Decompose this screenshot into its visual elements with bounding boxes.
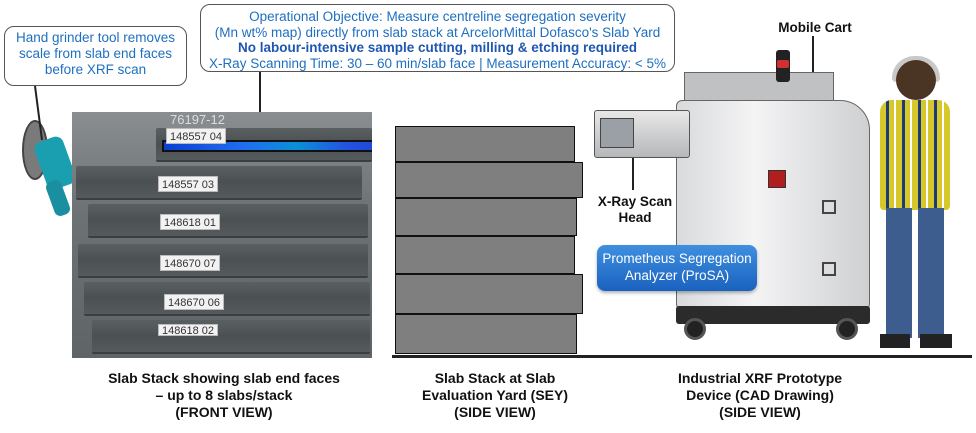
ground-line [392, 355, 972, 358]
xray-scan-head [600, 118, 634, 148]
slab-label-2: 148557 03 [158, 176, 218, 192]
objective-line-3: No labour-intensive sample cutting, mill… [237, 40, 638, 55]
slab-label-5: 148670 06 [164, 294, 224, 310]
device-panel-latch [822, 262, 836, 276]
side-caption-line-3: (SIDE VIEW) [454, 404, 536, 420]
wheel-icon [836, 318, 858, 340]
side-caption-line-1: Slab Stack at Slab [434, 370, 556, 386]
front-slab-5 [84, 282, 370, 316]
side-slab-1 [395, 126, 575, 162]
slab-label-3: 148618 01 [160, 214, 220, 230]
slab-label-6: 148618 02 [158, 324, 218, 337]
xray-head-label-line-2: Head [618, 210, 652, 225]
xray-head-label: X-Ray Scan Head [590, 194, 680, 226]
photo-top-mark: 76197-12 [170, 112, 225, 127]
worker-legs [886, 208, 944, 338]
slab-stack-photo: 76197-12 148557 04 148557 03 148618 01 1… [72, 112, 372, 358]
front-slab-3 [88, 204, 368, 238]
device-base [676, 306, 870, 324]
slab-label-4: 148670 07 [160, 255, 220, 271]
objective-line-2: (Mn wt% map) directly from slab stack at… [214, 24, 661, 40]
device-caption-line-1: Industrial XRF Prototype [677, 370, 843, 386]
front-caption-line-3: (FRONT VIEW) [175, 404, 273, 420]
device-panel-latch [822, 200, 836, 214]
objective-line-1: Operational Objective: Measure centrelin… [249, 9, 626, 24]
objective-line-4: X-Ray Scanning Time: 30 – 60 min/slab fa… [208, 55, 667, 71]
side-slab-5 [395, 274, 583, 314]
side-slab-6 [395, 314, 577, 354]
objective-callout: Operational Objective: Measure centrelin… [200, 4, 675, 72]
side-slab-2 [395, 162, 583, 198]
xray-head-label-line-1: X-Ray Scan [597, 194, 673, 209]
worker-head [896, 60, 936, 100]
front-slab-4 [78, 244, 368, 278]
prosa-label: Prometheus Segregation Analyzer (ProSA) [597, 245, 757, 291]
worker-torso [880, 100, 950, 210]
prosa-label-line-2: Analyzer (ProSA) [624, 268, 730, 283]
beacon-light-icon [777, 60, 789, 68]
front-slab-6 [92, 320, 370, 354]
prosa-label-line-1: Prometheus Segregation [602, 251, 752, 266]
grinder-pointer-line [34, 85, 43, 141]
side-view-caption: Slab Stack at Slab Evaluation Yard (SEY)… [400, 370, 590, 421]
grinder-callout-text: Hand grinder tool removes scale from sla… [15, 30, 176, 77]
device-red-box [768, 170, 786, 188]
worker-feet [880, 334, 952, 348]
front-view-caption: Slab Stack showing slab end faces – up t… [74, 370, 374, 421]
grinder-callout: Hand grinder tool removes scale from sla… [4, 26, 187, 86]
device-caption-line-2: Device (CAD Drawing) [686, 387, 834, 403]
device-caption-line-3: (SIDE VIEW) [719, 404, 801, 420]
side-caption-line-2: Evaluation Yard (SEY) [421, 387, 568, 403]
side-slab-3 [395, 198, 577, 236]
front-caption-line-1: Slab Stack showing slab end faces [108, 370, 340, 386]
front-slab-2 [76, 166, 362, 200]
front-caption-line-2: – up to 8 slabs/stack [155, 387, 293, 403]
side-slab-4 [395, 236, 575, 274]
wheel-icon [684, 318, 706, 340]
device-caption: Industrial XRF Prototype Device (CAD Dra… [655, 370, 865, 421]
mobile-cart-label: Mobile Cart [778, 20, 852, 35]
slab-label-1: 148557 04 [166, 128, 226, 144]
